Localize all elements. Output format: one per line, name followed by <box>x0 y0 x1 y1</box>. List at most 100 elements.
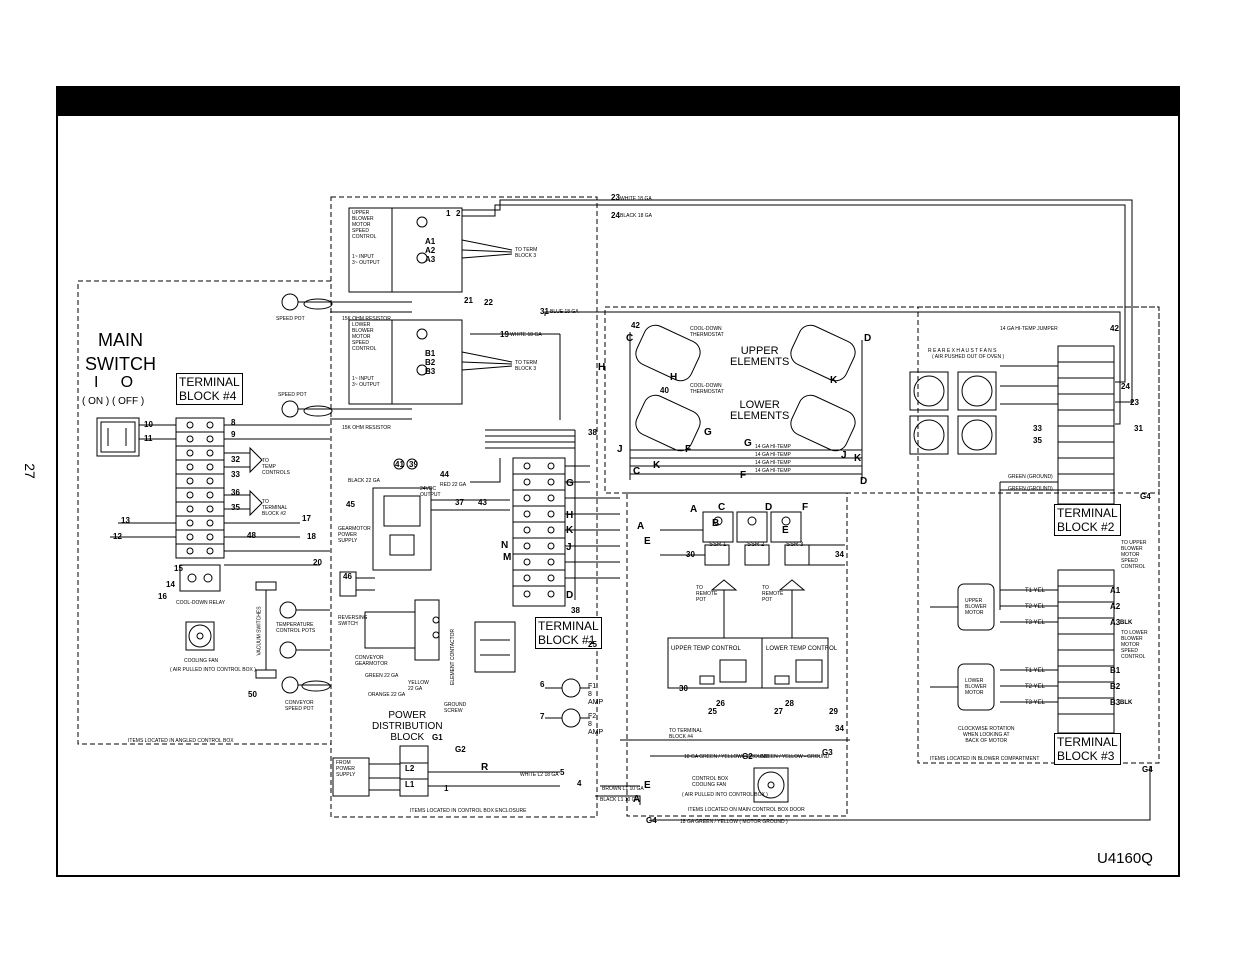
hi-temp-label-4: 14 GA HI-TEMP <box>755 468 791 474</box>
point-A2: A2 <box>425 246 436 255</box>
cooling-fan-label: COOLING FAN <box>184 658 219 664</box>
reversing-switch-symbol <box>339 571 375 597</box>
reversing-switch-label: REVERSING SWITCH <box>338 615 368 627</box>
point-D-tb1: D <box>566 590 574 601</box>
point-K-right: K <box>854 453 862 464</box>
main-control-box-door <box>626 492 848 817</box>
black-22-label: BLACK 22 GA <box>348 478 380 484</box>
point-15: 15 <box>174 564 183 573</box>
point-B2-tb3: B2 <box>1110 682 1121 691</box>
brown-l1-label: BROWN L1 10 GA <box>602 786 644 792</box>
yellow-22-label: YELLOW 22 GA <box>408 680 429 692</box>
from-power-supply-label: FROM POWER SUPPLY <box>336 760 356 778</box>
green-ground-label-2: GREEN (GROUND) <box>1008 486 1053 492</box>
point-26: 26 <box>716 699 725 708</box>
hi-temp-label-1: 14 GA HI-TEMP <box>755 444 791 450</box>
temperature-pots-symbol <box>279 601 330 659</box>
point-B-ssr: B <box>712 518 720 529</box>
control-box-fan-label: CONTROL BOX COOLING FAN <box>692 776 729 788</box>
t2-lower-label: T2 YEL <box>1025 684 1045 690</box>
tb3-label: TERMINAL BLOCK #3 <box>1054 733 1121 765</box>
conveyor-gearmotor-symbol <box>364 599 440 661</box>
diagram-subtitle: 208, 220 or 240VAC, 50/60Hz, 1 Phase <box>598 147 936 168</box>
point-13: 13 <box>121 516 130 525</box>
motor-ground-label: 18 GA GREEN / YELLOW ( MOTOR GROUND ) <box>680 819 788 825</box>
to-terminal-block-4-label: TO TERMINAL BLOCK #4 <box>669 728 703 740</box>
point-G2-door: G2 <box>742 752 753 761</box>
to-temp-controls-label: TO TEMP CONTROLS <box>262 458 290 476</box>
point-36: 36 <box>231 488 240 497</box>
point-37: 37 <box>455 498 464 507</box>
point-25b: 25 <box>708 707 717 716</box>
point-48: 48 <box>247 531 256 540</box>
fuse-1-label: F1 8 AMP <box>588 683 604 706</box>
fuse-2-label: F2 8 AMP <box>588 713 604 736</box>
gearmotor-power-supply-label: GEARMOTOR POWER SUPPLY <box>338 526 371 544</box>
point-25: 25 <box>588 640 597 649</box>
point-23: 23 <box>611 193 620 202</box>
conveyor-speed-pot-symbol <box>281 676 331 694</box>
tb2-label: TERMINAL BLOCK #2 <box>1054 504 1121 536</box>
point-G-mid: G <box>744 438 752 449</box>
temp-pots-label: TEMPERATURE CONTROL POTS <box>276 622 316 634</box>
to-remote-pot-1: TO REMOTE POT <box>696 585 718 603</box>
conveyor-gearmotor-label: CONVEYOR GEARMOTOR <box>355 655 388 667</box>
point-33b: 33 <box>1033 424 1042 433</box>
angled-box-note: ITEMS LOCATED IN ANGLED CONTROL BOX <box>128 738 234 744</box>
point-50: 50 <box>248 690 257 699</box>
point-K-left: K <box>653 460 661 471</box>
element-contactor-symbol <box>474 621 516 673</box>
ssr3-label: SSR 3 <box>786 542 804 548</box>
point-41: 41 <box>395 460 404 469</box>
point-F-lower: F <box>740 470 747 481</box>
point-42: 42 <box>631 321 640 330</box>
point-16: 16 <box>158 592 167 601</box>
point-46: 46 <box>343 572 352 581</box>
clockwise-rotation-label: CLOCKWISE ROTATION WHEN LOOKING AT BACK … <box>958 726 1015 744</box>
point-38: 38 <box>588 428 597 437</box>
point-B3-tb3: B3 <box>1110 698 1121 707</box>
point-22: 22 <box>484 298 493 307</box>
hi-temp-label-3: 14 GA HI-TEMP <box>755 460 791 466</box>
point-A1-tb3: A1 <box>1110 586 1121 595</box>
point-A-left: A <box>637 521 645 532</box>
control-box-fan-note: ( AIR PULLED INTO CONTROL BOX ) <box>682 792 768 798</box>
upper-blower-motor-label: UPPER BLOWER MOTOR <box>965 598 987 616</box>
point-35: 35 <box>231 503 240 512</box>
point-G4-right: G4 <box>1140 492 1151 501</box>
point-14: 14 <box>166 580 175 589</box>
lower-blower-motor-label: LOWER BLOWER MOTOR <box>965 678 987 696</box>
lower-temp-control-label: LOWER TEMP CONTROL <box>766 646 838 652</box>
point-45: 45 <box>346 500 355 509</box>
point-1-upper: 1 <box>446 209 451 218</box>
t3-lower-label: T3 YEL <box>1025 700 1045 706</box>
point-11: 11 <box>144 434 153 443</box>
point-D-lower: D <box>860 476 868 487</box>
point-6: 6 <box>540 680 545 689</box>
power-distribution-block-symbol <box>332 745 560 797</box>
diagram-frame <box>56 86 1180 877</box>
point-J-right: J <box>841 450 847 461</box>
tb1-label: TERMINAL BLOCK #1 <box>535 617 602 649</box>
point-31: 31 <box>540 307 549 316</box>
point-K-tb1: K <box>566 525 574 536</box>
output-24vdc-label: 24VDC OUTPUT <box>420 486 441 498</box>
point-G-left: G <box>704 427 712 438</box>
tb4-label: TERMINAL BLOCK #4 <box>176 373 243 405</box>
wire-19-label: WHITE 18 GA <box>510 332 542 338</box>
resistor-upper-label: 15K OHM RESISTOR <box>342 316 391 322</box>
wire-31-label: BLUE 18 GA <box>550 309 579 315</box>
element-contactor-label: ELEMENT CONTACTOR <box>450 628 456 685</box>
lower-elements-label: LOWER ELEMENTS <box>730 399 790 422</box>
point-H-tb1: H <box>566 510 574 521</box>
point-24b: 24 <box>1121 382 1130 391</box>
point-17: 17 <box>302 514 311 523</box>
bottom-wires <box>595 739 1151 821</box>
point-K-upper: K <box>830 375 838 386</box>
point-29: 29 <box>829 707 838 716</box>
point-L2: L2 <box>405 764 415 773</box>
element-compartment <box>604 306 1160 494</box>
point-39: 39 <box>409 460 418 469</box>
rear-exhaust-fans-symbol <box>909 371 997 455</box>
orange-22-label: ORANGE 22 GA <box>368 692 406 698</box>
